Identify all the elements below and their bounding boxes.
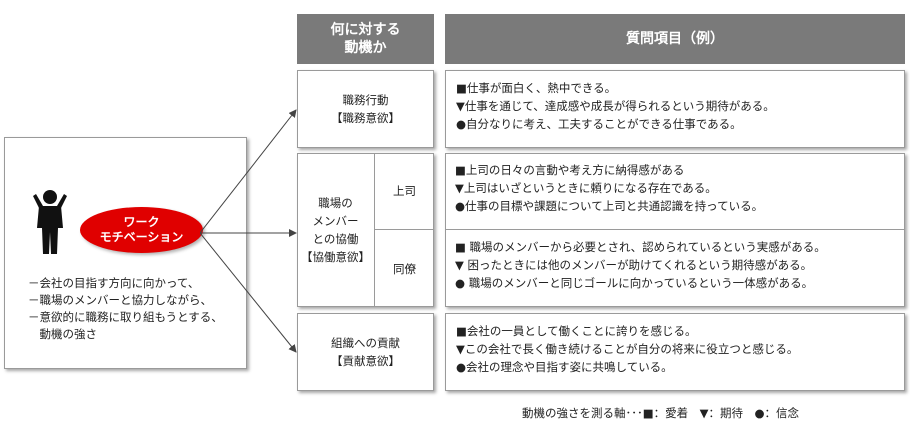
category-job: 職務行動 【職務意欲】	[297, 70, 434, 148]
question-item: ▼上司はいざというときに頼りになる存在である。	[455, 181, 717, 195]
category-team-label: 職場の メンバー との協働 【協働意欲】	[301, 196, 370, 264]
sub-category-boss: 上司	[375, 153, 434, 229]
question-item: ●自分なりに考え、工夫することができる仕事である。	[456, 117, 742, 131]
header-target: 何に対する 動機か	[297, 14, 434, 64]
questions-org: ■会社の一員として働くことに誇りを感じる。 ▼この会社で長く働き続けることが自分…	[445, 313, 905, 391]
left-description-line: 動機の強さ	[28, 327, 97, 341]
question-item: ■ 職場のメンバーから必要とされ、認められているという実感がある。	[455, 240, 826, 254]
work-motivation-label: ワーク モチベーション	[99, 215, 184, 244]
sub-category-peer-label: 同僚	[393, 261, 416, 276]
left-description: －会社の目指す方向に向かって、 －職場のメンバーと協力しながら、 －意欲的に職務…	[28, 275, 223, 343]
category-team-label-wrap: 職場の メンバー との協働 【協働意欲】	[297, 153, 374, 307]
category-team	[297, 153, 434, 307]
divider-vertical	[374, 153, 375, 307]
header-questions: 質問項目（例）	[445, 14, 905, 64]
divider-questions	[445, 229, 905, 230]
question-item: ■上司の日々の言動や考え方に納得感がある	[455, 163, 685, 177]
sub-category-boss-label: 上司	[393, 184, 416, 198]
category-org-label: 組織への貢献 【貢献意欲】	[331, 336, 400, 368]
left-description-line: －職場のメンバーと協力しながら、	[28, 293, 212, 307]
question-item: ■仕事が面白く、熱中できる。	[456, 81, 617, 95]
left-description-line: －意欲的に職務に取り組もうとする、	[28, 310, 223, 324]
work-motivation-oval: ワーク モチベーション	[80, 207, 203, 253]
question-item: ● 職場のメンバーと同じゴールに向かっているという一体感がある。	[455, 276, 814, 290]
question-item: ▼ 困ったときには他のメンバーが助けてくれるという期待感がある。	[455, 258, 813, 272]
person-icon	[33, 190, 67, 254]
arrow-to-job	[200, 109, 297, 234]
arrow-to-org	[200, 232, 297, 353]
category-org: 組織への貢献 【貢献意欲】	[297, 313, 434, 391]
category-job-label: 職務行動 【職務意欲】	[331, 93, 400, 125]
question-item: ●仕事の目標や課題について上司と共通認識を持っている。	[455, 199, 764, 213]
question-item: ■会社の一員として働くことに誇りを感じる。	[456, 324, 697, 338]
questions-peer: ■ 職場のメンバーから必要とされ、認められているという実感がある。 ▼ 困ったと…	[445, 230, 905, 307]
questions-team	[445, 153, 905, 307]
question-item: ●会社の理念や目指す姿に共鳴している。	[456, 360, 673, 374]
sub-category-peer: 同僚	[375, 230, 434, 307]
question-item: ▼仕事を通じて、達成感や成長が得られるという期待がある。	[456, 99, 775, 113]
divider-horizontal	[374, 229, 434, 230]
connector-arrows	[200, 109, 297, 353]
question-item: ▼この会社で長く働き続けることが自分の将来に役立つと感じる。	[456, 342, 799, 356]
questions-boss: ■上司の日々の言動や考え方に納得感がある ▼上司はいざというときに頼りになる存在…	[445, 153, 905, 229]
legend: 動機の強さを測る軸･･･■：愛着 ▼：期待 ●：信念	[522, 406, 799, 420]
questions-job: ■仕事が面白く、熱中できる。 ▼仕事を通じて、達成感や成長が得られるという期待が…	[445, 70, 905, 148]
left-description-line: －会社の目指す方向に向かって、	[28, 276, 200, 290]
